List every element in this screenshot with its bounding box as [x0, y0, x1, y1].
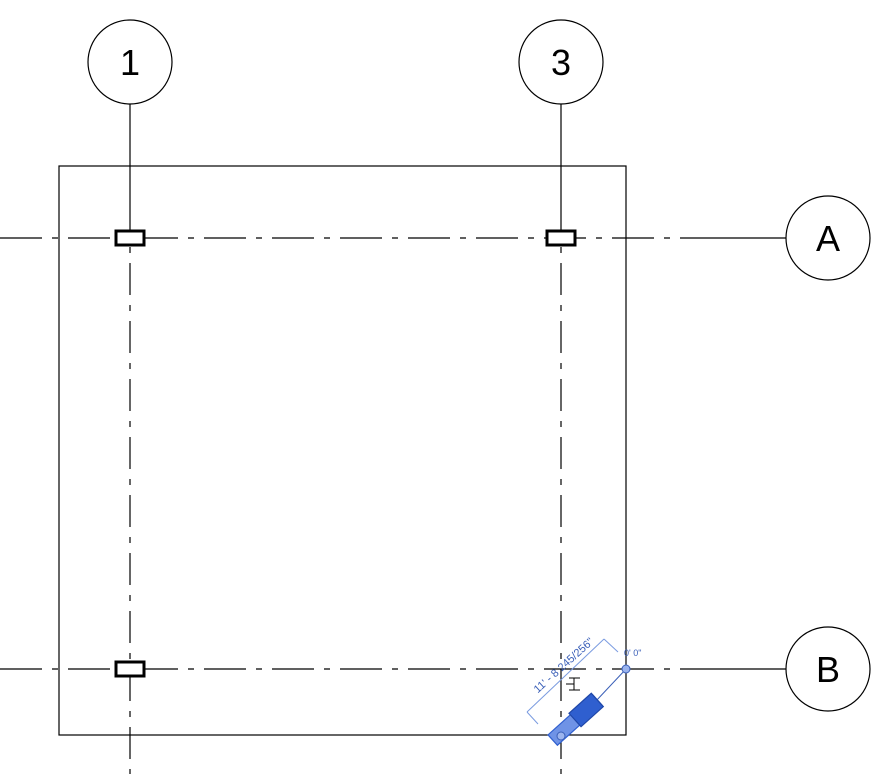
column-1-a[interactable] — [114, 229, 146, 247]
grid-label-1: 1 — [120, 42, 140, 83]
grid-bubble-a[interactable] — [785, 195, 871, 281]
temporary-dimension-text[interactable]: 11' - 8 245/256" — [532, 636, 597, 696]
grid-bubble-3[interactable] — [518, 19, 604, 105]
grid-bubble-b[interactable] — [785, 626, 871, 712]
column-1-b[interactable] — [114, 660, 146, 678]
grid-label-a: A — [816, 218, 840, 259]
selected-column-highlight — [568, 692, 605, 728]
grid-line-1[interactable]: 1 — [87, 19, 173, 774]
grid-intersection-grip[interactable] — [621, 664, 631, 674]
column-location-grip[interactable] — [556, 731, 566, 741]
offset-readout[interactable]: 0' 0" — [624, 648, 641, 658]
floor-slab-outline[interactable] — [58, 165, 627, 736]
column-3-a[interactable] — [545, 229, 577, 247]
selected-column-group[interactable]: 11' - 8 245/256" 0' 0" — [526, 636, 641, 747]
grid-bubble-1[interactable] — [87, 19, 173, 105]
grid-label-3: 3 — [551, 42, 571, 83]
grid-label-b: B — [816, 649, 840, 690]
spot-marker-icon — [566, 677, 580, 691]
grid-line-b[interactable]: B — [0, 626, 871, 712]
